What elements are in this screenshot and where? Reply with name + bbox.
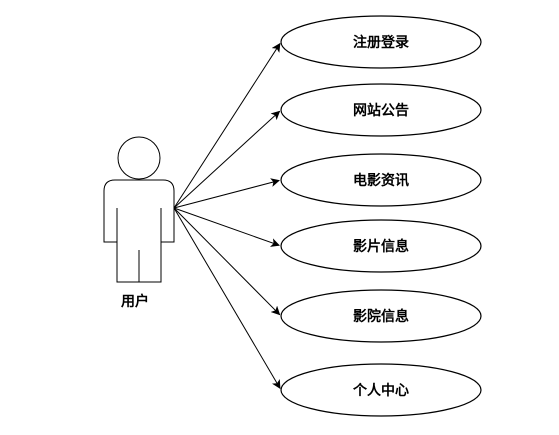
association-arrow	[173, 178, 280, 209]
actor-label: 用户	[121, 293, 149, 310]
use-case-label: 电影资讯	[353, 172, 409, 189]
use-case-ellipse	[280, 15, 482, 69]
use-case-label: 影片信息	[353, 238, 409, 255]
association-arrow	[173, 207, 281, 390]
actor-head	[117, 136, 161, 180]
association-arrow	[173, 207, 281, 316]
use-case-ellipse	[280, 83, 482, 137]
use-case-label: 注册登录	[353, 34, 409, 51]
use-case-label: 网站公告	[353, 102, 409, 119]
association-arrow	[173, 110, 281, 209]
use-case-ellipse	[280, 153, 482, 207]
use-case-ellipse	[280, 363, 482, 417]
actor-user: 用户	[103, 136, 175, 310]
use-case-label: 个人中心	[352, 382, 409, 399]
association-arrow	[173, 207, 280, 247]
use-case-ellipse	[280, 289, 482, 343]
association-arrow	[173, 42, 281, 209]
actor-body	[103, 179, 175, 283]
use-case-label: 影院信息	[353, 308, 409, 325]
association-lines	[173, 42, 281, 390]
use-case-ellipse	[280, 219, 482, 273]
